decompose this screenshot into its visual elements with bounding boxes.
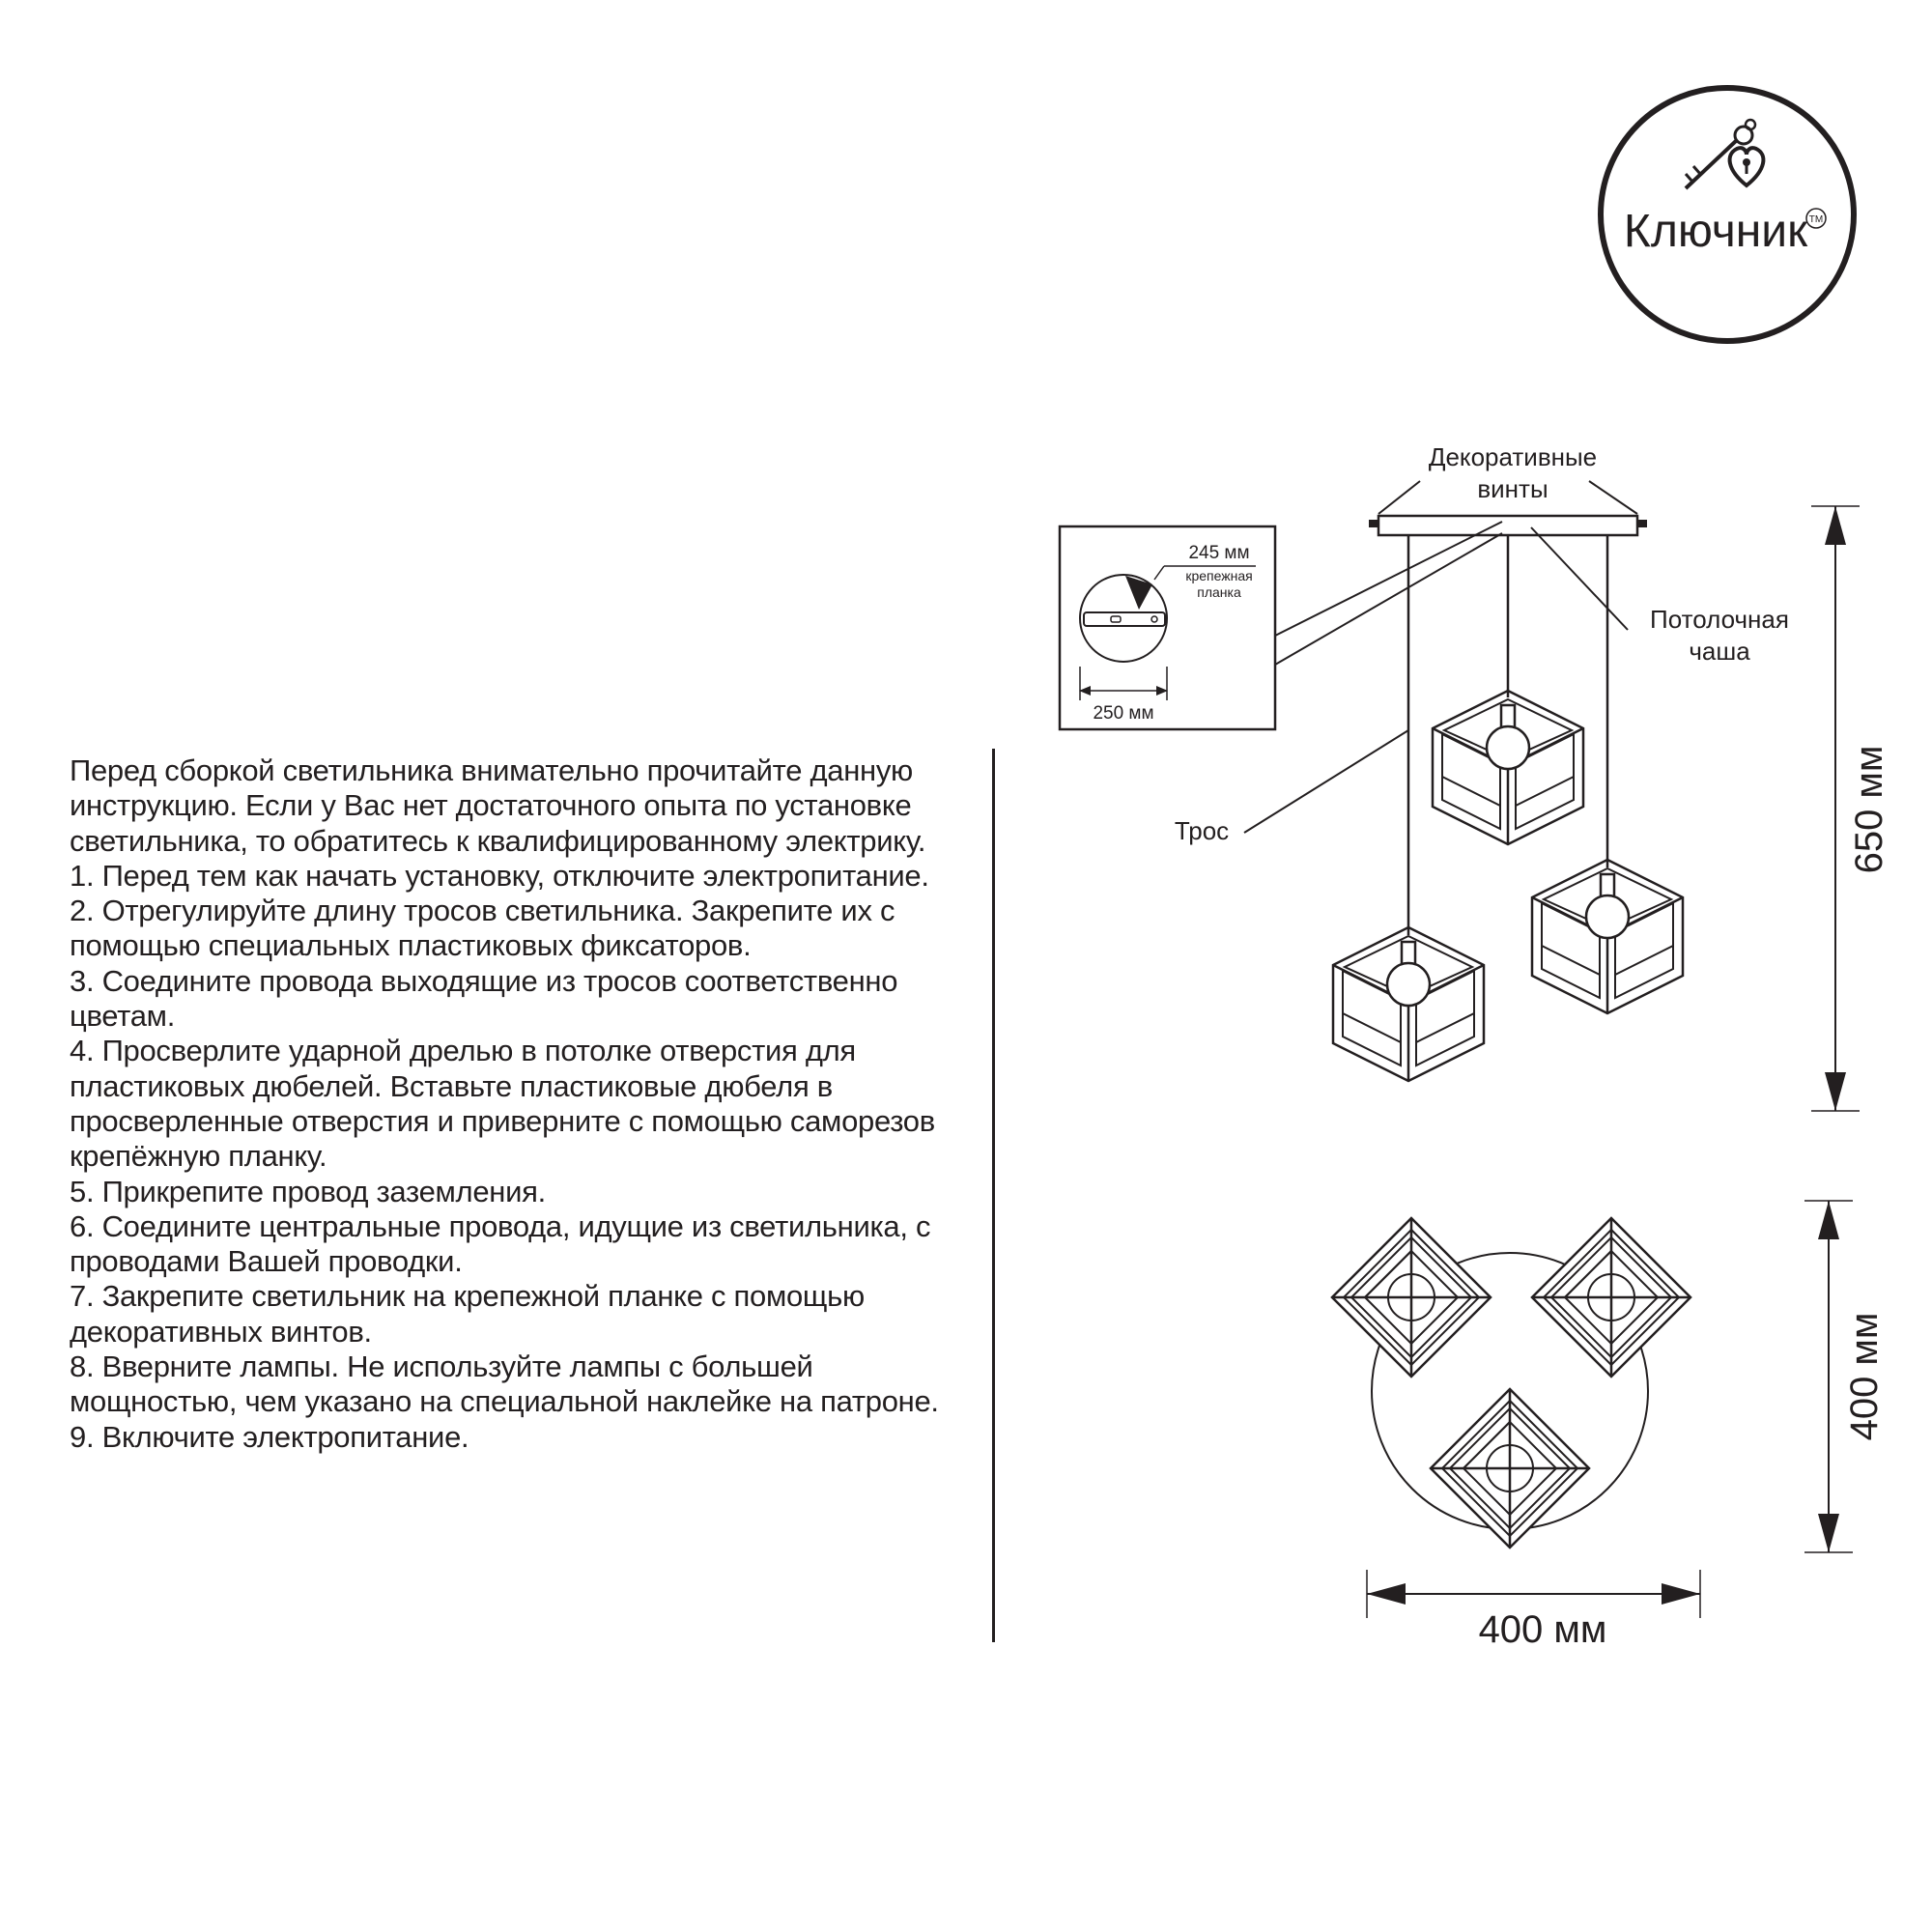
instruction-step-1: 1. Перед тем как начать установку, отклю…: [70, 858, 929, 893]
top-height-dimension-label: 400 мм: [1843, 1313, 1886, 1441]
top-shade-right: [1530, 1216, 1692, 1378]
plate-label-leader: [1153, 565, 1165, 581]
canopy-leader: [1530, 526, 1629, 631]
detail-leader-top: [1274, 521, 1503, 637]
cable-label: Трос: [1175, 816, 1229, 845]
decorative-screw-left: [1369, 520, 1378, 527]
screws-label-line1: Декоративные: [1429, 442, 1597, 471]
column-divider: [992, 749, 995, 1642]
cable-leader: [1243, 729, 1409, 834]
logo-brand: Ключник: [1624, 206, 1808, 257]
instructions-text: Перед сборкой светильника внимательно пр…: [70, 753, 973, 1455]
instruction-step-5: 5. Прикрепите провод заземления.: [70, 1174, 546, 1208]
instructions-intro: Перед сборкой светильника внимательно пр…: [70, 753, 926, 858]
instruction-step-2: 2. Отрегулируйте длину тросов светильник…: [70, 894, 895, 963]
instruction-step-3: 3. Соедините провода выходящие из тросов…: [70, 963, 898, 1034]
side-view: Декоративные винты Потолочная чаша Трос …: [1175, 442, 1890, 1112]
plate-slot: [1110, 615, 1122, 623]
top-shade-bottom: [1429, 1387, 1591, 1549]
plate-hole: [1151, 615, 1158, 623]
instruction-step-7: 7. Закрепите светильник на крепежной пла…: [70, 1279, 865, 1349]
instruction-step-4: 4. Просверлите ударной дрелью в потолке …: [70, 1034, 935, 1174]
detail-length-label: 245 мм: [1188, 543, 1249, 563]
height-dimension-label: 650 мм: [1848, 746, 1890, 874]
detail-leader-bottom: [1274, 532, 1503, 666]
top-shade-left: [1330, 1216, 1492, 1378]
lamp-shade-right: [1530, 858, 1685, 1015]
top-width-dimension-label: 400 мм: [1479, 1608, 1607, 1651]
instruction-step-6: 6. Соедините центральные провода, идущие…: [70, 1208, 931, 1279]
detail-plate-label-line2: планка: [1197, 584, 1241, 600]
detail-circle: [1079, 574, 1168, 663]
screws-label-line2: винты: [1477, 474, 1548, 503]
logo-trademark: TM: [1809, 214, 1823, 225]
key-icon: [1684, 118, 1757, 190]
screws-leader-left: [1378, 480, 1421, 515]
detail-pointer-wedge: [1125, 576, 1152, 610]
logo: Ключник TM: [1598, 85, 1857, 344]
top-view: 400 мм 400 мм: [1330, 1200, 1886, 1651]
canopy-plate: [1377, 514, 1639, 537]
canopy-label-line2: чаша: [1689, 637, 1750, 666]
trademark-circle: [1805, 208, 1827, 229]
canopy-label-line1: Потолочная: [1650, 605, 1789, 634]
mounting-plate: [1083, 611, 1166, 627]
detail-plate-label-line1: крепежная: [1185, 568, 1252, 583]
instruction-step-9: 9. Включите электропитание.: [70, 1419, 469, 1454]
detail-width-label: 250 мм: [1093, 703, 1153, 724]
mounting-plate-detail: 245 мм крепежная планка 250 мм: [1058, 521, 1503, 731]
lamp-shade-left: [1331, 925, 1486, 1083]
logo-circle: [1598, 85, 1857, 344]
screws-leader-right: [1588, 480, 1638, 515]
instruction-step-8: 8. Вверните лампы. Не используйте лампы …: [70, 1350, 939, 1419]
heart-lock-icon: [1727, 146, 1766, 188]
decorative-screw-right: [1637, 520, 1647, 527]
lamp-shade-middle: [1431, 689, 1585, 846]
